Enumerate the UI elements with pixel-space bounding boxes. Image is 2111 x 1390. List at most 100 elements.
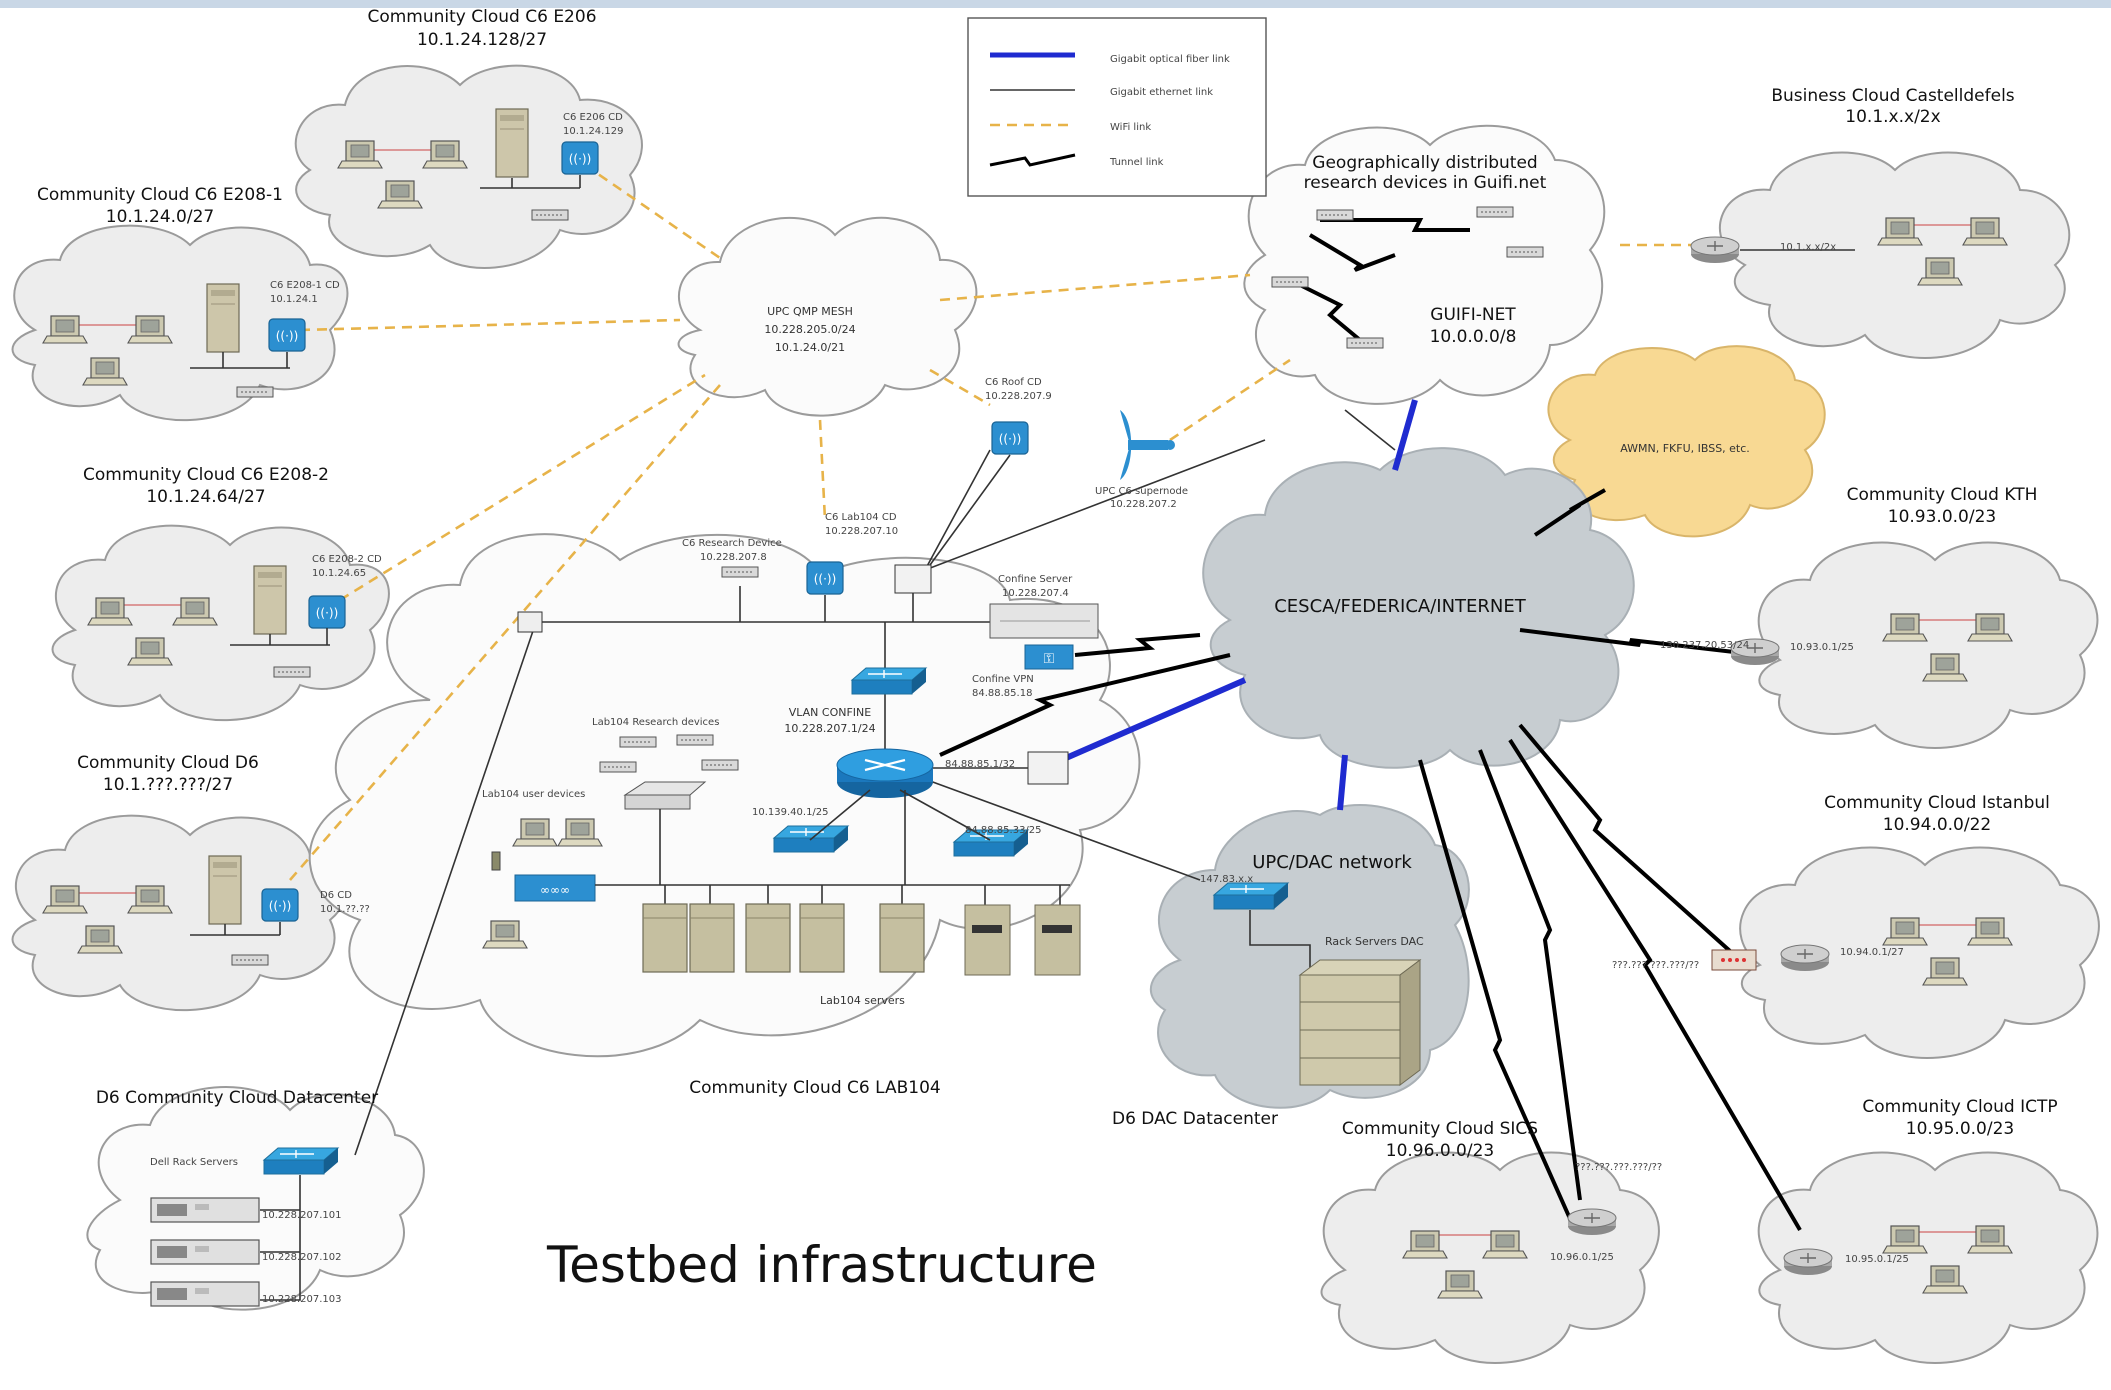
istanbul-subnet: 10.94.0.0/22 xyxy=(1883,815,1991,835)
qmp-line1: 10.228.205.0/24 xyxy=(764,323,855,336)
upc-dac-title: UPC/DAC network xyxy=(1252,852,1412,873)
ictp-title: Community Cloud ICTP xyxy=(1862,1097,2057,1117)
business-devices xyxy=(1690,217,2008,286)
sics-devices xyxy=(1402,1208,1617,1299)
ip-8488-label: 84.88.85.33/25 xyxy=(965,825,1042,836)
legend-ethernet-label: Gigabit ethernet link xyxy=(1110,87,1213,98)
e208-1-title: Community Cloud C6 E208-1 xyxy=(37,185,283,205)
e208-2-cd-name: C6 E208-2 CD xyxy=(312,554,382,565)
d6-cd-ip: 10.1.??.?? xyxy=(320,904,370,915)
e208-2-subnet: 10.1.24.64/27 xyxy=(146,487,265,507)
research-device-ip: 10.228.207.8 xyxy=(700,552,767,563)
ip-139-label: 10.139.40.1/25 xyxy=(752,807,829,818)
d6-subnet: 10.1.???.???/27 xyxy=(103,775,233,795)
cloud-kth xyxy=(1757,541,2099,749)
d6-dell-rack-servers xyxy=(150,1147,339,1307)
cloud-ictp xyxy=(1757,1151,2099,1364)
kth-subnet: 10.93.0.0/23 xyxy=(1888,507,1996,527)
e208-1-devices xyxy=(42,283,306,398)
vlan-name: VLAN CONFINE xyxy=(789,706,872,719)
cloud-business-castelldefels xyxy=(1718,151,2071,359)
dell-server-ip-2: 10.228.207.102 xyxy=(262,1252,342,1263)
qmp-line2: 10.1.24.0/21 xyxy=(775,341,845,354)
kth-lan-ip: 10.93.0.1/25 xyxy=(1790,642,1854,653)
svg-text:⚿: ⚿ xyxy=(1044,651,1055,667)
awmn-label: AWMN, FKFU, IBSS, etc. xyxy=(1620,442,1750,455)
confine-vpn-name: Confine VPN xyxy=(972,674,1034,685)
user-devices-label: Lab104 user devices xyxy=(482,789,585,800)
e206-cd-ip: 10.1.24.129 xyxy=(563,126,623,137)
supernode-name: UPC C6 supernode xyxy=(1095,486,1188,497)
svg-text:∞∞∞: ∞∞∞ xyxy=(540,883,570,897)
cesca-label: CESCA/FEDERICA/INTERNET xyxy=(1274,596,1527,617)
upc-dac-devices xyxy=(1213,882,1422,1086)
cloud-upc-qmp-mesh xyxy=(677,216,978,417)
confine-vpn xyxy=(1024,644,1074,670)
dell-server-ip-3: 10.228.207.103 xyxy=(262,1294,342,1305)
e208-1-cd-name: C6 E208-1 CD xyxy=(270,280,340,291)
confine-server-name: Confine Server xyxy=(998,574,1073,585)
vlan-ip: 10.228.207.1/24 xyxy=(784,722,875,735)
e206-title: Community Cloud C6 E206 xyxy=(367,7,596,27)
supernode-antenna xyxy=(1120,410,1175,480)
business-title: Business Cloud Castelldefels xyxy=(1771,86,2014,106)
istanbul-title: Community Cloud Istanbul xyxy=(1824,793,2050,813)
main-router xyxy=(836,748,934,798)
ext-ap xyxy=(1027,751,1069,785)
lab104-left-ap xyxy=(517,611,543,633)
legend-tunnel-label: Tunnel link xyxy=(1109,157,1164,168)
kth-wan-ip: 130.237.20.53/24 xyxy=(1660,640,1749,651)
dell-rack-servers-label: Dell Rack Servers xyxy=(150,1157,238,1168)
istanbul-lan-ip: 10.94.0.1/27 xyxy=(1840,947,1904,958)
ictp-lan-ip: 10.95.0.1/25 xyxy=(1845,1254,1909,1265)
guifi-subnet: 10.0.0.0/8 xyxy=(1430,327,1517,347)
guifi-title: GUIFI-NET xyxy=(1430,305,1516,325)
rack-servers-dac-label: Rack Servers DAC xyxy=(1325,935,1424,948)
business-subnet: 10.1.x.x/2x xyxy=(1845,107,1940,127)
lab104-servers-label: Lab104 servers xyxy=(820,994,905,1007)
research-device-name: C6 Research Device xyxy=(682,538,782,549)
cloud-istanbul xyxy=(1739,846,2100,1059)
d6-datacenter-title: D6 Community Cloud Datacenter xyxy=(96,1088,378,1108)
research-devices-label: Lab104 Research devices xyxy=(592,717,719,728)
confine-server-ip: 10.228.207.4 xyxy=(1002,588,1069,599)
e208-1-subnet: 10.1.24.0/27 xyxy=(106,207,214,227)
cloud-guifi-net xyxy=(1243,124,1606,405)
e208-2-devices xyxy=(87,565,346,678)
router-ext-ip: 84.88.85.1/32 xyxy=(945,759,1015,770)
roof-cd-name: C6 Roof CD xyxy=(985,377,1042,388)
d6-title: Community Cloud D6 xyxy=(77,753,259,773)
sics-wan-ip: ???.???.???.???/?? xyxy=(1575,1162,1662,1173)
diagram-title: Testbed infrastructure xyxy=(546,1236,1097,1294)
legend: Gigabit optical fiber link Gigabit ether… xyxy=(967,17,1267,197)
lab104-user-switch xyxy=(514,874,596,902)
legend-wifi-label: WiFi link xyxy=(1110,122,1151,133)
wifi-links xyxy=(289,163,1720,881)
ethernet-links xyxy=(354,409,1396,1156)
tunnel-links xyxy=(939,218,1802,1232)
istanbul-wan-ip: ???.???.???.???/?? xyxy=(1612,960,1699,971)
guifi-desc2: research devices in Guifi.net xyxy=(1304,173,1547,193)
lab104-devices: ⚿ ∞∞∞ xyxy=(482,561,1099,976)
confine-vpn-ip: 84.88.85.18 xyxy=(972,688,1032,699)
fiber-links xyxy=(1048,399,1418,811)
ictp-devices xyxy=(1783,1225,2013,1294)
e208-2-title: Community Cloud C6 E208-2 xyxy=(83,465,329,485)
e208-1-cd-ip: 10.1.24.1 xyxy=(270,294,318,305)
business-router-ip: 10.1.x.x/2x xyxy=(1780,242,1836,253)
top-background-strip xyxy=(0,0,2111,8)
roof-cd-ip: 10.228.207.9 xyxy=(985,391,1052,402)
ictp-subnet: 10.95.0.0/23 xyxy=(1906,1119,2014,1139)
e208-2-cd-ip: 10.1.24.65 xyxy=(312,568,366,579)
sics-subnet: 10.96.0.0/23 xyxy=(1386,1141,1494,1161)
d6-devices xyxy=(42,855,299,966)
lab-cd-ip: 10.228.207.10 xyxy=(825,526,898,537)
e206-cd-name: C6 E206 CD xyxy=(563,112,623,123)
guifi-desc1: Geographically distributed xyxy=(1312,153,1537,173)
e206-subnet: 10.1.24.128/27 xyxy=(417,30,547,50)
upc-dac-ip: 147.83.x.x xyxy=(1200,874,1253,885)
e206-devices xyxy=(337,108,599,221)
kth-title: Community Cloud KTH xyxy=(1847,485,2038,505)
